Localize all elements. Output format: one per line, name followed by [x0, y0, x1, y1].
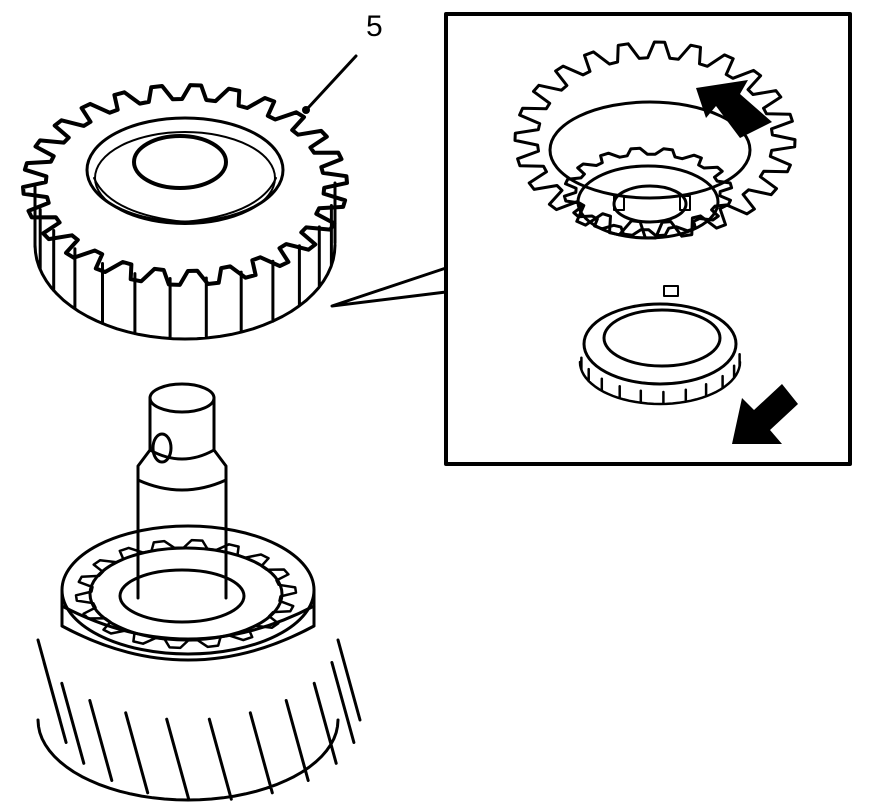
synchro-ring-inner: [602, 308, 722, 368]
gear-bore: [132, 134, 228, 190]
spur-gear-icon: [21, 83, 349, 341]
inset-gear-hub: [548, 100, 752, 200]
gear-hub-step: [94, 131, 276, 225]
lower-helical-teeth: [36, 638, 362, 802]
shaft-lower-body: [136, 478, 228, 600]
callout-leader-line: [306, 54, 358, 110]
synchro-ring-outer: [582, 302, 738, 386]
callout-number-5: 5: [366, 10, 383, 43]
arrow-icon-upper: [696, 80, 772, 138]
synchro-ring-lug: [663, 285, 679, 297]
arrow-icon-lower: [732, 384, 798, 444]
shaft-shoulder: [136, 448, 228, 492]
inset-bore-tab-right: [679, 195, 691, 211]
lower-shaft-seat: [118, 568, 246, 624]
gear-hub-outer: [85, 116, 285, 224]
inset-pointer: [330, 266, 448, 308]
lower-hub-rings: [60, 588, 316, 662]
lower-inner-splines: [74, 538, 298, 650]
inset-inner-ring: [576, 164, 720, 240]
synchro-ring-teeth: [578, 352, 742, 406]
inset-gear-teeth: [513, 40, 797, 240]
inset-bore-tab-left: [613, 195, 625, 211]
synchronizer-ring-icon: [578, 285, 742, 406]
detail-inset-frame: [444, 12, 852, 466]
helical-gear-icon: [36, 524, 362, 802]
inset-gear-assembly-icon: [513, 40, 797, 240]
gear-side-teeth: [33, 181, 337, 341]
gear-hub-face: [93, 177, 277, 223]
shaft-cross-hole: [151, 432, 173, 464]
shaft-end: [148, 382, 216, 414]
callout-leader-dot: [302, 106, 310, 114]
inset-inner-teeth: [562, 146, 734, 238]
gear-top-outline: [21, 83, 349, 287]
shaft-icon: [136, 382, 228, 600]
